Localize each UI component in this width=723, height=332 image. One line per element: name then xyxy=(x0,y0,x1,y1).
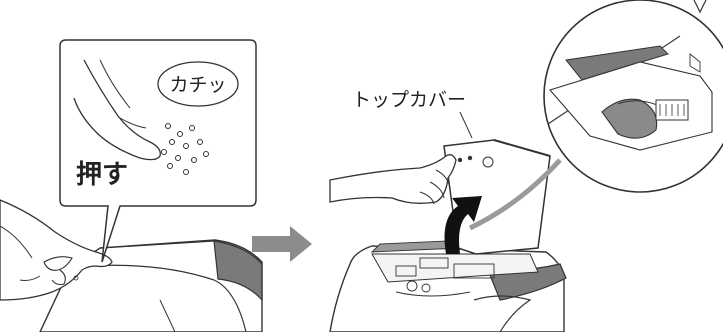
top-cover xyxy=(443,139,551,255)
click-sound-label: カチッ xyxy=(169,74,226,96)
top-cover-leader xyxy=(459,111,473,139)
open-arrow-icon xyxy=(444,196,482,254)
push-label: 押す xyxy=(76,160,128,190)
magnifier-connector xyxy=(468,158,562,231)
click-dots xyxy=(161,123,209,175)
left-hand xyxy=(0,199,113,301)
step-arrow-icon xyxy=(252,226,312,262)
finger-illustration xyxy=(73,59,161,161)
pointer-tick xyxy=(693,0,707,14)
right-hand xyxy=(329,154,457,205)
click-sound-bubble xyxy=(157,61,239,107)
right-printer xyxy=(329,239,567,332)
zoom-callout: カチッ 押す xyxy=(59,39,257,263)
top-cover-label: トップカバー xyxy=(352,89,466,111)
detail-magnifier xyxy=(543,0,723,193)
